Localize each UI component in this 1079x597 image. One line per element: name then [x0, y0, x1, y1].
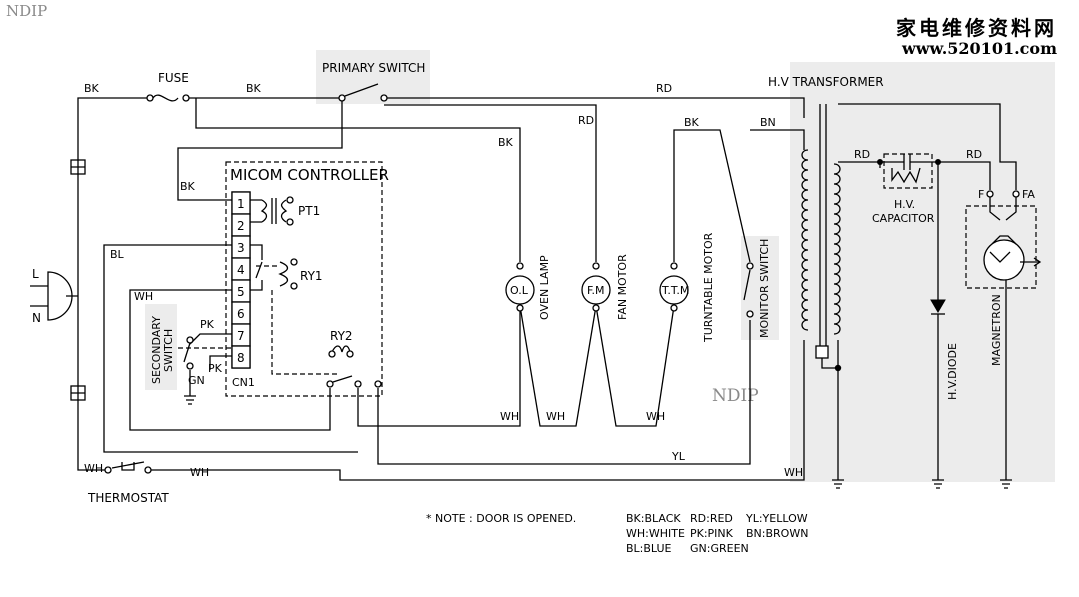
micom-pins: 1 2 3 4 5 6 7 8	[231, 191, 251, 369]
ry2-relay: RY2	[326, 329, 382, 388]
svg-text:PK: PK	[208, 362, 223, 375]
brand-url: www.520101.com	[902, 39, 1057, 58]
micom-label: MICOM CONTROLLER	[230, 166, 389, 184]
legend-entry: RD:RED	[690, 512, 733, 525]
svg-text:WH: WH	[84, 462, 103, 475]
svg-text:PK: PK	[200, 318, 215, 331]
wire-color-labels: BK BK BK BK BK RD RD RD RD BN BL WH WH W…	[84, 82, 982, 479]
plug-l-label: L	[32, 267, 39, 281]
hv-capacitor-label-2: CAPACITOR	[872, 212, 935, 225]
legend-entry: BK:BLACK	[626, 512, 681, 525]
svg-text:WH: WH	[134, 290, 153, 303]
thermostat: THERMOSTAT	[87, 461, 169, 505]
ry1-label: RY1	[300, 269, 323, 283]
fan-motor-label: FAN MOTOR	[616, 254, 629, 320]
fuse: FUSE	[146, 71, 190, 102]
legend-entry: BL:BLUE	[626, 542, 672, 555]
legend-entry: BN:BROWN	[746, 527, 808, 540]
hv-diode-label: H.V.DIODE	[946, 343, 959, 400]
monitor-switch-label: MONITOR SWITCH	[758, 239, 771, 338]
svg-text:BK: BK	[246, 82, 262, 95]
secondary-switch-label-1: SECONDARY	[150, 316, 163, 384]
plug-n-label: N	[32, 311, 41, 325]
svg-text:WH: WH	[784, 466, 803, 479]
svg-text:BK: BK	[498, 136, 514, 149]
cn1-label: CN1	[232, 376, 255, 389]
svg-text:WH: WH	[500, 410, 519, 423]
primary-switch-label: PRIMARY SWITCH	[322, 61, 425, 75]
svg-text:GN: GN	[188, 374, 205, 387]
oven-lamp-label: OVEN LAMP	[538, 255, 551, 320]
svg-text:YL: YL	[671, 450, 686, 463]
mag-f-label: F	[978, 188, 984, 201]
micom-pin-label: 1	[237, 197, 245, 211]
svg-text:RD: RD	[854, 148, 870, 161]
svg-text:BN: BN	[760, 116, 776, 129]
ry2-label: RY2	[330, 329, 353, 343]
svg-text:BK: BK	[684, 116, 700, 129]
monitor-switch-background	[741, 236, 779, 340]
fm-symbol: F.M	[587, 284, 605, 297]
hv-capacitor: H.V. CAPACITOR	[872, 154, 941, 225]
thermostat-label: THERMOSTAT	[87, 491, 169, 505]
wire-color-legend: BK:BLACK RD:RED YL:YELLOW WH:WHITE PK:PINK BN…	[626, 512, 808, 555]
svg-text:WH: WH	[190, 466, 209, 479]
hv-capacitor-label-1: H.V.	[894, 198, 915, 211]
ol-symbol: O.L	[510, 284, 529, 297]
svg-text:RD: RD	[656, 82, 672, 95]
hv-transformer-label: H.V TRANSFORMER	[768, 75, 884, 89]
brand-logo: 家电维修资料网 www.520101.com	[896, 16, 1057, 58]
primary-switch-background	[316, 50, 430, 104]
legend-entry: YL:YELLOW	[745, 512, 808, 525]
mag-fa-label: FA	[1022, 188, 1035, 201]
power-plug: L N	[30, 267, 79, 328]
oven-lamp: O.L OVEN LAMP	[505, 255, 551, 320]
svg-text:RD: RD	[966, 148, 982, 161]
micom-pin-label: 4	[237, 263, 245, 277]
hv-transformer: H.V TRANSFORMER	[768, 75, 884, 489]
svg-text:BK: BK	[84, 82, 100, 95]
magnetron: F FA MAGNETRON	[978, 188, 1042, 489]
ttm-symbol: T.T.M	[661, 284, 689, 297]
micom-pin-label: 6	[237, 307, 245, 321]
secondary-switch: SECONDARY SWITCH	[150, 316, 196, 405]
secondary-switch-label-2: SWITCH	[162, 329, 175, 372]
svg-text:BK: BK	[180, 180, 196, 193]
micom-pin-label: 5	[237, 285, 245, 299]
note-text: * NOTE : DOOR IS OPENED.	[426, 512, 576, 525]
micom-pin-8	[231, 345, 251, 369]
filter-boxes	[70, 159, 86, 401]
micom-pin-label: 2	[237, 219, 245, 233]
pt1-label: PT1	[298, 204, 320, 218]
ry1-relay: RY1	[250, 244, 323, 291]
secondary-switch-background	[145, 304, 177, 390]
turntable-motor: T.T.M TURNTABLE MOTOR	[659, 232, 715, 343]
fan-motor: F.M FAN MOTOR	[581, 254, 629, 320]
micom-pin-label: 8	[237, 351, 245, 365]
turntable-motor-label: TURNTABLE MOTOR	[702, 232, 715, 343]
magnetron-label: MAGNETRON	[990, 294, 1003, 366]
legend-entry: PK:PINK	[690, 527, 734, 540]
wiring	[77, 97, 1017, 481]
svg-text:BL: BL	[110, 248, 125, 261]
monitor-switch: MONITOR SWITCH	[743, 239, 771, 338]
legend-entry: GN:GREEN	[690, 542, 749, 555]
micom-pin-label: 7	[237, 329, 245, 343]
micom-pin-label: 3	[237, 241, 245, 255]
svg-text:WH: WH	[546, 410, 565, 423]
primary-switch: PRIMARY SWITCH	[322, 61, 425, 102]
watermark-mid: NDIP	[712, 386, 759, 406]
fuse-label: FUSE	[158, 71, 189, 85]
legend-entry: WH:WHITE	[626, 527, 685, 540]
watermark-top: NDIP	[6, 2, 48, 20]
svg-text:RD: RD	[578, 114, 594, 127]
brand-cn: 家电维修资料网	[896, 16, 1057, 40]
hv-diode: H.V.DIODE	[930, 299, 959, 489]
svg-text:WH: WH	[646, 410, 665, 423]
pt1-transformer: PT1	[250, 196, 320, 226]
